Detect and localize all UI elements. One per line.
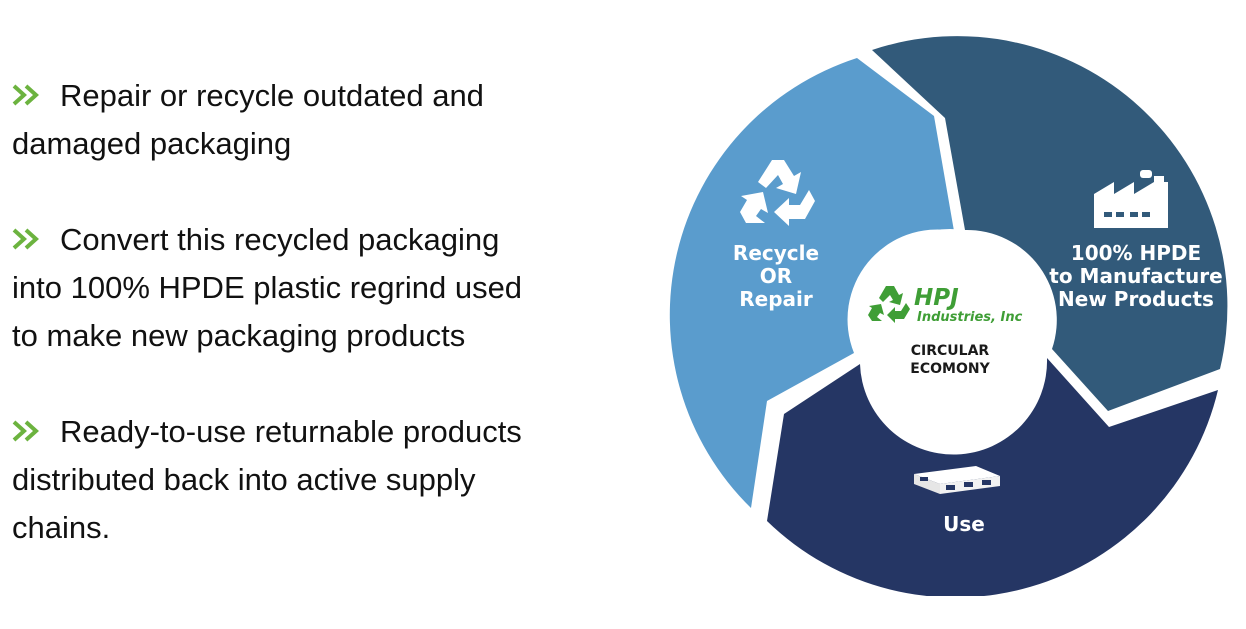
center-title-line: CIRCULAR (911, 343, 990, 359)
bullet-item: Repair or recycle outdated and damaged p… (12, 72, 582, 168)
recycle-label-line: Repair (739, 287, 813, 311)
bullet-text-line: to make new packaging products (12, 318, 466, 353)
bullet-text-line: chains. (12, 510, 111, 545)
recycle-label-line: OR (760, 264, 792, 288)
bullet-text-line: distributed back into active supply (12, 462, 476, 497)
bullet-list: Repair or recycle outdated and damaged p… (12, 72, 582, 600)
bullet-item: Ready-to-use returnable products distrib… (12, 408, 582, 552)
double-chevron-icon (12, 420, 39, 442)
segment-manufacture (872, 36, 1228, 411)
double-chevron-icon (12, 228, 39, 250)
bullet-item: Convert this recycled packaging into 100… (12, 216, 582, 360)
manufacture-label-line: to Manufacture (1049, 264, 1222, 288)
bullet-text-line: Convert this recycled packaging (60, 222, 500, 257)
circular-economy-diagram: Recycle OR Repair 100% HPDE to Manufactu… (669, 36, 1228, 596)
logo-name: HPJ (914, 285, 959, 311)
center-title-line: ECOMONY (910, 361, 990, 377)
factory-icon (1094, 170, 1168, 228)
recycle-label-line: Recycle (733, 241, 819, 265)
use-label: Use (943, 512, 985, 536)
bullet-text-line: into 100% HPDE plastic regrind used (12, 270, 523, 305)
bullet-text-line: Ready-to-use returnable products (60, 414, 522, 449)
pallet-icon (914, 466, 1000, 494)
manufacture-label-line: New Products (1058, 287, 1214, 311)
logo-recycle-icon (868, 286, 910, 323)
recycle-icon (740, 160, 815, 226)
bullet-text-line: damaged packaging (12, 126, 292, 161)
logo-subtitle: Industries, Inc (917, 310, 1023, 325)
bullet-text-line: Repair or recycle outdated and (60, 78, 484, 113)
double-chevron-icon (12, 84, 39, 106)
manufacture-label-line: 100% HPDE (1071, 241, 1201, 265)
segment-recycle (669, 58, 954, 508)
center-circle (862, 229, 1038, 405)
hpj-logo: HPJ Industries, Inc (868, 285, 1023, 325)
